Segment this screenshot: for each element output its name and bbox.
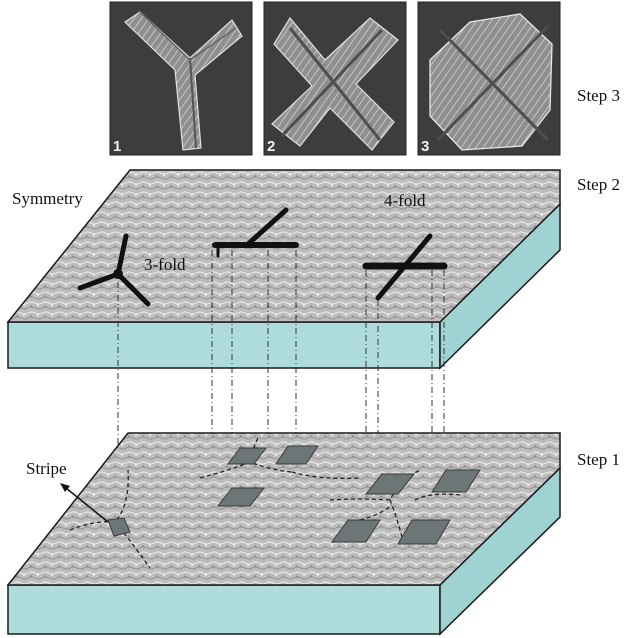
step3-label: Step 3 xyxy=(577,86,620,105)
micrograph-panel-2: 2 xyxy=(263,1,407,156)
micrograph-panel-3: 3 xyxy=(417,1,561,156)
cross-crystal-pair xyxy=(212,207,299,258)
stripe-label: Stripe xyxy=(26,459,67,478)
micrograph-panel-1: 1 xyxy=(109,1,253,156)
seed-blocks xyxy=(107,445,481,545)
symmetry-label: Symmetry xyxy=(12,189,83,208)
stripe-arrow xyxy=(60,483,109,523)
three-fold-label: 3-fold xyxy=(144,255,186,274)
step2-label: Step 2 xyxy=(577,175,620,194)
panel-number-2: 2 xyxy=(267,138,275,155)
step1-label: Step 1 xyxy=(577,450,620,469)
four-fold-label: 4-fold xyxy=(384,191,426,210)
slab-step1 xyxy=(6,432,561,636)
slab-step2 xyxy=(6,169,561,370)
panel-number-3: 3 xyxy=(421,138,429,155)
four-fold-cross xyxy=(362,233,448,301)
three-fold-star xyxy=(77,233,151,307)
panel-number-1: 1 xyxy=(113,138,121,155)
